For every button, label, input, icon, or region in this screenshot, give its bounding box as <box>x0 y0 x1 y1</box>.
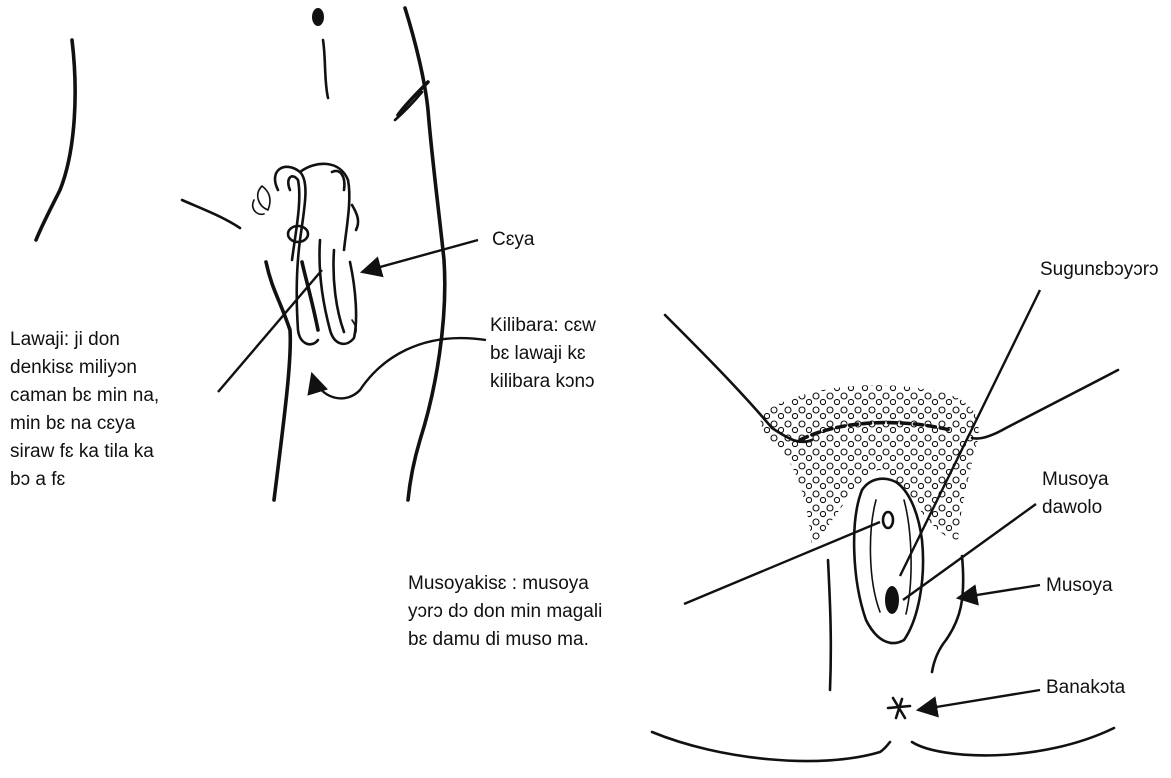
female-right-thigh <box>932 556 963 672</box>
label-banakota: Banakɔta <box>1046 674 1125 702</box>
label-lawaji-line: min bɛ na cɛya <box>10 410 159 438</box>
male-reproductive-organs <box>253 164 356 345</box>
clitoris-mark <box>883 512 893 528</box>
label-lawaji: Lawaji: ji don denkisɛ miliyɔn caman bɛ … <box>10 326 159 494</box>
hip-crease <box>182 200 240 228</box>
label-lawaji-line: denkisɛ miliyɔn <box>10 354 159 382</box>
pubic-hair <box>760 385 979 545</box>
label-musoya-dawolo: Musoya dawolo <box>1042 466 1109 522</box>
label-lawaji-line: bɔ a fɛ <box>10 466 159 494</box>
label-kilibara: Kilibara: cɛw bɛ lawaji kɛ kilibara kɔnɔ <box>490 312 596 396</box>
label-ceya-text: Cɛya <box>492 226 535 254</box>
label-lawaji-line: Lawaji: ji don <box>10 326 159 354</box>
arrow-ceya <box>362 240 478 272</box>
label-ceya: Cɛya <box>492 226 535 254</box>
abdomen-line <box>323 40 328 98</box>
label-banakota-text: Banakɔta <box>1046 674 1125 702</box>
label-musoya: Musoya <box>1046 572 1113 600</box>
navel-mark <box>312 8 324 26</box>
label-lawaji-line: siraw fɛ ka tila ka <box>10 438 159 466</box>
vulva-outline <box>854 479 923 643</box>
buttocks-left <box>652 732 890 761</box>
female-left-thigh <box>828 560 831 690</box>
anus-mark <box>888 698 910 718</box>
label-kilibara-line: kilibara kɔnɔ <box>490 368 596 396</box>
buttocks-right <box>912 728 1114 755</box>
line-lawaji <box>218 270 322 392</box>
right-inguinal-line <box>972 370 1118 439</box>
label-musoyakise-line: yɔrɔ dɔ don min magali <box>408 598 602 626</box>
label-musoyakise: Musoyakisɛ : musoya yɔrɔ dɔ don min maga… <box>408 570 602 654</box>
label-musoya-text: Musoya <box>1046 572 1113 600</box>
label-musoya-dawolo-line: dawolo <box>1042 494 1109 522</box>
label-sugunebooyoro-text: Sugunɛbɔyɔrɔ <box>1040 256 1159 284</box>
left-body-contour <box>36 40 75 240</box>
hip-shading <box>398 82 428 115</box>
left-thigh-contour <box>266 262 290 500</box>
label-kilibara-line: bɛ lawaji kɛ <box>490 340 596 368</box>
label-musoya-dawolo-line: Musoya <box>1042 466 1109 494</box>
arrow-kilibara <box>312 338 486 398</box>
label-kilibara-line: Kilibara: cɛw <box>490 312 596 340</box>
label-musoyakise-line: bɛ damu di muso ma. <box>408 626 602 654</box>
arrow-musoya <box>958 585 1040 598</box>
vaginal-opening <box>885 586 899 614</box>
line-musoyakise <box>684 522 880 604</box>
arrow-banakota <box>918 690 1040 710</box>
label-sugunebooyoro: Sugunɛbɔyɔrɔ <box>1040 256 1159 284</box>
label-musoyakise-line: Musoyakisɛ : musoya <box>408 570 602 598</box>
label-lawaji-line: caman bɛ min na, <box>10 382 159 410</box>
